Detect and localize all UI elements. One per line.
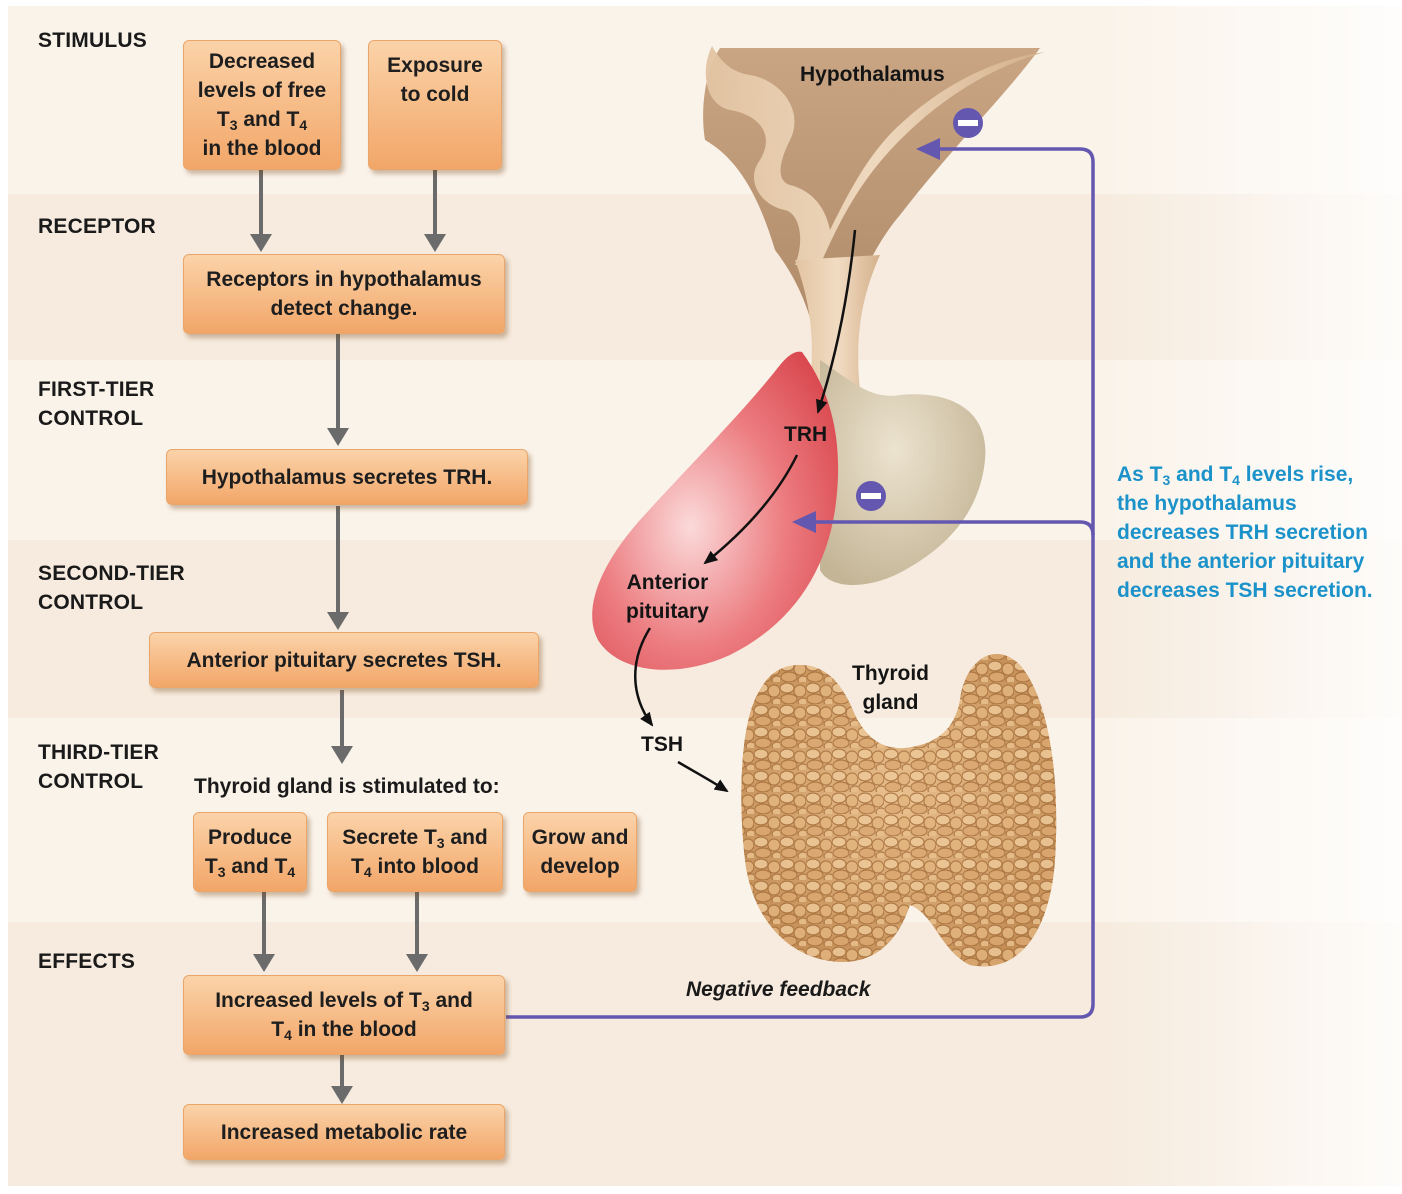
effect-box-increased-levels: Increased levels of T3 and T4 in the blo… (183, 975, 505, 1055)
box-line: T4 in the blood (215, 1015, 473, 1044)
note-line: and the anterior pituitary (1117, 547, 1402, 576)
third-tier-heading: Thyroid gland is stimulated to: (194, 773, 500, 801)
minus-icon (856, 481, 886, 511)
box-line: Produce (205, 823, 295, 852)
produce-box: Produce T3 and T4 (193, 812, 307, 892)
box-line: T3 and T4 (198, 105, 326, 134)
minus-icon (953, 108, 983, 138)
stage-label-stimulus: STIMULUS (38, 26, 147, 55)
box-line: levels of free (198, 76, 326, 105)
trh-label: TRH (784, 420, 827, 449)
box-line: Grow and (532, 823, 629, 852)
box-line: Secrete T3 and (342, 823, 488, 852)
receptor-box: Receptors in hypothalamus detect change. (183, 254, 505, 334)
posterior-pituitary-shape (820, 360, 985, 585)
stimulus-box-decreased-t3-t4: Decreased levels of free T3 and T4 in th… (183, 40, 341, 170)
thyroid-gland-label: Thyroid gland (852, 659, 929, 717)
box-line: Exposure (387, 51, 483, 80)
box-line: T3 and T4 (205, 852, 295, 881)
secrete-box: Secrete T3 and T4 into blood (327, 812, 503, 892)
first-tier-box: Hypothalamus secretes TRH. (166, 449, 528, 505)
box-line: to cold (387, 80, 483, 109)
anterior-pituitary-label: Anterior pituitary (626, 568, 709, 626)
hypothalamus-label: Hypothalamus (800, 60, 945, 89)
effect-box-metabolic-rate: Increased metabolic rate (183, 1104, 505, 1160)
note-line: decreases TSH secretion. (1117, 576, 1402, 605)
second-tier-box: Anterior pituitary secretes TSH. (149, 632, 539, 688)
box-line: T4 into blood (342, 852, 488, 881)
box-line: Increased levels of T3 and (215, 986, 473, 1015)
stage-label-third-tier: THIRD-TIER CONTROL (38, 738, 159, 796)
box-line: Receptors in hypothalamus (206, 265, 481, 294)
grow-box: Grow and develop (523, 812, 637, 892)
box-line: Decreased (198, 47, 326, 76)
hypothalamus-shape (703, 46, 1045, 390)
tsh-label: TSH (641, 730, 683, 759)
box-line: detect change. (206, 294, 481, 323)
note-line: As T3 and T4 levels rise, (1117, 460, 1402, 489)
stage-label-effects: EFFECTS (38, 947, 135, 976)
note-line: the hypothalamus (1117, 489, 1402, 518)
box-line: develop (532, 852, 629, 881)
negative-feedback-label: Negative feedback (686, 978, 870, 1002)
feedback-explanation: As T3 and T4 levels rise, the hypothalam… (1117, 460, 1402, 605)
box-line: in the blood (198, 134, 326, 163)
stage-label-first-tier: FIRST-TIER CONTROL (38, 375, 154, 433)
note-line: decreases TRH secretion (1117, 518, 1402, 547)
stage-label-receptor: RECEPTOR (38, 212, 156, 241)
stimulus-box-exposure-cold: Exposure to cold (368, 40, 502, 170)
stage-label-second-tier: SECOND-TIER CONTROL (38, 559, 185, 617)
